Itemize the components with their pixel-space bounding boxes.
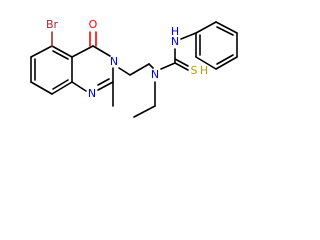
bond-inner-c4a-c8a bbox=[52, 79, 69, 90]
nitrogen-amide-label: N bbox=[151, 68, 159, 81]
bond-n-cthio bbox=[160, 62, 176, 70]
bond-ph-c4-c5 bbox=[215, 56, 238, 70]
ring-nitrogens: N N bbox=[88, 55, 118, 100]
bond-ph-c5-c6 bbox=[195, 56, 217, 70]
bond-c4a-c4 bbox=[71, 45, 94, 58]
bond-c4-n3 bbox=[92, 45, 111, 57]
bond-ph-inner-2 bbox=[216, 54, 234, 65]
bond-c6-c5 bbox=[51, 45, 73, 58]
bond-inner-c2-n1 bbox=[97, 78, 110, 86]
bond-nh-phenyl bbox=[180, 32, 197, 40]
thiourea-group: N S H N H bbox=[133, 25, 208, 118]
carbonyl-group: O bbox=[89, 18, 98, 47]
nitrogen-n1-label: N bbox=[88, 87, 96, 100]
bond-ph-c1-c2 bbox=[195, 21, 217, 34]
bromine-substituent: Br bbox=[46, 18, 59, 47]
bond-inner-c6-c5 bbox=[52, 50, 69, 60]
sulfur-hydrogen-label: H bbox=[200, 64, 208, 77]
bond-c4a-c8a bbox=[51, 81, 73, 95]
ethyl-linker bbox=[118, 63, 154, 76]
bond-c8a-c8 bbox=[30, 81, 53, 95]
bond-ph-inner-1 bbox=[216, 26, 234, 36]
bromine-label: Br bbox=[46, 18, 59, 31]
hydrogen-nh-label: H bbox=[171, 25, 179, 38]
bond-ethyl-ch3 bbox=[133, 105, 156, 118]
molecule-structure-diagram: Br O N N N S H N H bbox=[30, 18, 238, 118]
bond-ch2-n bbox=[148, 63, 154, 69]
oxygen-label: O bbox=[89, 18, 98, 31]
nitrogen-n3-label: N bbox=[110, 55, 118, 68]
bond-c7-c6 bbox=[30, 45, 53, 58]
bond-cthio-s bbox=[174, 62, 189, 71]
bond-ph-c2-c3 bbox=[215, 21, 238, 34]
quinazolinone-ring bbox=[30, 45, 114, 107]
bond-cthio-s-second bbox=[174, 58, 189, 67]
bond-ch2-ch2 bbox=[129, 63, 150, 76]
nitrogen-nh-label: N bbox=[171, 35, 179, 48]
sulfur-label: S bbox=[191, 64, 198, 77]
phenyl-ring bbox=[195, 21, 238, 70]
bond-n3-ch2 bbox=[118, 67, 131, 76]
bond-c2-n1 bbox=[97, 81, 114, 91]
bond-n1-c8a bbox=[71, 81, 87, 92]
